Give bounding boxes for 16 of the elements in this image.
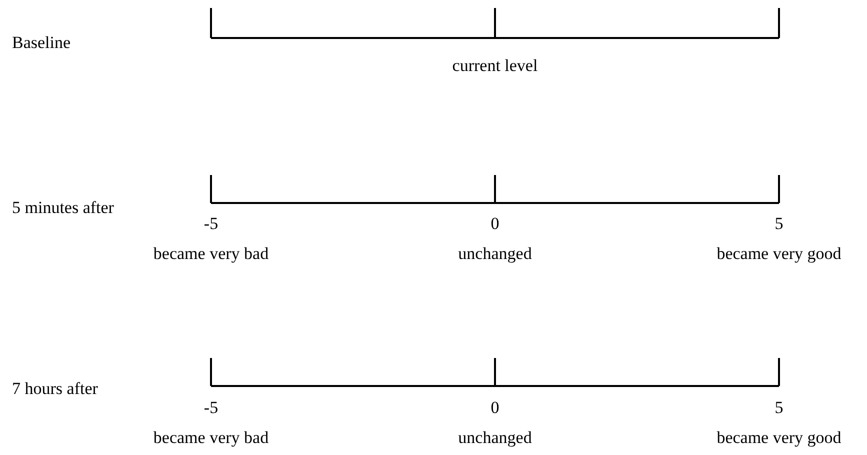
- scale-anchor-label: current level: [452, 56, 538, 76]
- scale-anchor-label: became very good: [716, 428, 842, 448]
- scale-value: -5: [204, 398, 218, 418]
- row-label: Baseline: [12, 33, 71, 53]
- scale-anchor-label: became very bad: [153, 244, 269, 264]
- scale-anchor-label: became very good: [716, 244, 842, 264]
- scale-anchor-label: unchanged: [458, 428, 532, 448]
- scale-anchor-label: became very bad: [153, 428, 269, 448]
- scale-value: 5: [774, 398, 784, 418]
- scale-anchor-label: unchanged: [458, 244, 532, 264]
- scale-value: -5: [204, 214, 218, 234]
- scale-value: 5: [774, 214, 784, 234]
- scale-value: 0: [490, 398, 500, 418]
- row-label: 5 minutes after: [12, 198, 114, 218]
- scale-value: 0: [490, 214, 500, 234]
- row-label: 7 hours after: [12, 379, 98, 399]
